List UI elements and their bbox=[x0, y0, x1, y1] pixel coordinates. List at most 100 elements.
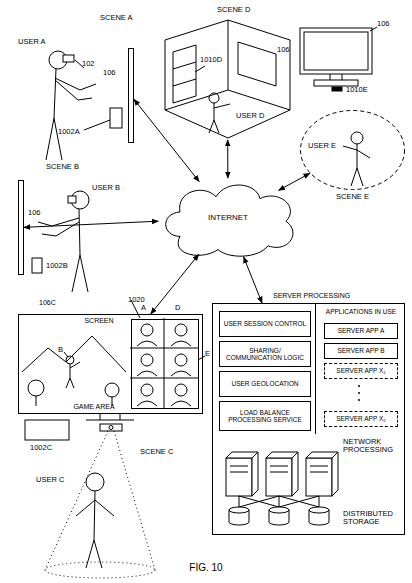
server-towers bbox=[266, 452, 298, 496]
user-c-figure bbox=[86, 473, 104, 491]
scene-c-equipment bbox=[45, 562, 155, 578]
scene-room: SCENE D bbox=[165, 20, 290, 140]
scene-d-furniture bbox=[173, 62, 196, 86]
ellipsis-dots bbox=[358, 392, 360, 394]
app-box: SERVER APP A bbox=[324, 323, 398, 339]
callout-label: USER E bbox=[308, 142, 336, 150]
internet-cloud: INTERNET bbox=[158, 178, 298, 258]
user-e-figure bbox=[351, 132, 363, 144]
storage-disks bbox=[229, 496, 329, 525]
player-avatars bbox=[175, 324, 187, 336]
connector-arrow bbox=[279, 173, 310, 190]
user-a-figure bbox=[75, 60, 84, 68]
callout-label: USER A bbox=[18, 38, 46, 46]
callout-label: 106 bbox=[277, 46, 290, 54]
node-text: 106 bbox=[103, 69, 116, 77]
node-text: SCENE D bbox=[217, 6, 250, 14]
storage-disks bbox=[239, 496, 319, 507]
callout-label: SCENE C bbox=[140, 448, 173, 456]
storage-disks bbox=[229, 507, 249, 513]
storage-disks bbox=[309, 510, 329, 525]
callout-label: 1010E bbox=[346, 86, 368, 94]
player-avatars bbox=[130, 300, 205, 408]
callout-label: USER B bbox=[92, 184, 120, 192]
server-towers bbox=[226, 452, 338, 496]
scene-c-equipment bbox=[25, 414, 155, 578]
player-avatars bbox=[141, 354, 153, 366]
device-1002b bbox=[32, 258, 42, 273]
user-a-figure bbox=[46, 69, 96, 160]
storage-disks bbox=[269, 510, 289, 525]
player-avatars bbox=[141, 384, 153, 396]
node-text: SERVER APP B bbox=[325, 344, 397, 358]
callout-label: USER D bbox=[236, 112, 264, 120]
scene-d-furniture bbox=[195, 66, 205, 72]
server-towers bbox=[230, 466, 328, 472]
figure-caption: FIG. 10 bbox=[0, 562, 412, 573]
scene-zone-outline bbox=[300, 110, 405, 190]
game-scene bbox=[22, 336, 126, 372]
scene-e-television bbox=[332, 87, 342, 91]
callout-label: DISTRIBUTED STORAGE bbox=[343, 510, 405, 527]
user-b-figure bbox=[68, 196, 76, 203]
callout-label: D bbox=[175, 304, 180, 312]
node-text: APPLICATIONS IN USE bbox=[316, 308, 406, 315]
node-text: INTERNET bbox=[158, 178, 298, 258]
node-text: GAME AREA bbox=[64, 403, 124, 411]
node-text: 106C bbox=[39, 299, 56, 307]
player-avatars bbox=[130, 318, 198, 408]
player-avatars bbox=[141, 324, 153, 336]
scene-e-television bbox=[370, 27, 377, 31]
user-b-figure bbox=[38, 191, 89, 292]
scene-d-furniture bbox=[173, 45, 196, 103]
service-box: USER SESSION CONTROL bbox=[219, 311, 311, 337]
display-screen: 106 bbox=[18, 180, 24, 275]
room-outline bbox=[165, 20, 290, 138]
callout-label: 1002A bbox=[58, 128, 80, 136]
scene-d-furniture bbox=[173, 42, 276, 103]
display-screen: 106 bbox=[128, 48, 134, 143]
scene-zone: SCENE E bbox=[300, 110, 405, 190]
device-1002b bbox=[32, 258, 42, 273]
user-d-figure bbox=[209, 93, 230, 133]
user-a-figure bbox=[63, 55, 74, 62]
connector-arrow bbox=[134, 99, 199, 181]
service-box: USER GEOLOCATION bbox=[219, 371, 311, 397]
node-text: SERVER APP A bbox=[325, 324, 397, 338]
ellipsis-dots bbox=[358, 399, 360, 401]
server-towers bbox=[226, 458, 252, 496]
game-scene bbox=[28, 380, 44, 396]
storage-disks bbox=[309, 507, 329, 513]
callout-label: 102 bbox=[82, 60, 95, 68]
scene-d-furniture bbox=[238, 42, 276, 86]
scene-c-equipment bbox=[86, 414, 134, 420]
user-c-figure bbox=[76, 491, 114, 568]
server-towers bbox=[226, 452, 258, 496]
scene-e-television bbox=[300, 27, 377, 91]
connector-arrow bbox=[244, 257, 262, 303]
callout-label: SCENE B bbox=[46, 163, 79, 171]
scene-e-television bbox=[314, 80, 358, 86]
ellipsis-dots bbox=[358, 385, 360, 387]
node-text: SERVER APP X₂ bbox=[325, 412, 397, 426]
user-c-figure bbox=[76, 473, 114, 568]
game-screen: 106CSCREENGAME AREA1020 bbox=[18, 314, 203, 414]
callout-label: A bbox=[141, 304, 146, 312]
storage-disks bbox=[269, 507, 289, 513]
node-text: 106 bbox=[28, 209, 41, 217]
connector-arrow bbox=[151, 254, 199, 314]
user-b-figure bbox=[38, 209, 88, 292]
scene-room-outline bbox=[165, 20, 290, 140]
callout-label: B bbox=[58, 346, 63, 354]
user-a-figure bbox=[46, 51, 96, 160]
ellipsis-dots bbox=[358, 385, 360, 401]
server-box: SERVER PROCESSINGUSER SESSION CONTROLSHA… bbox=[212, 303, 405, 535]
node-text: USER GEOLOCATION bbox=[220, 372, 310, 396]
scene-c-equipment bbox=[45, 431, 155, 570]
server-towers bbox=[306, 458, 332, 496]
callout-label: 106 bbox=[377, 20, 390, 28]
